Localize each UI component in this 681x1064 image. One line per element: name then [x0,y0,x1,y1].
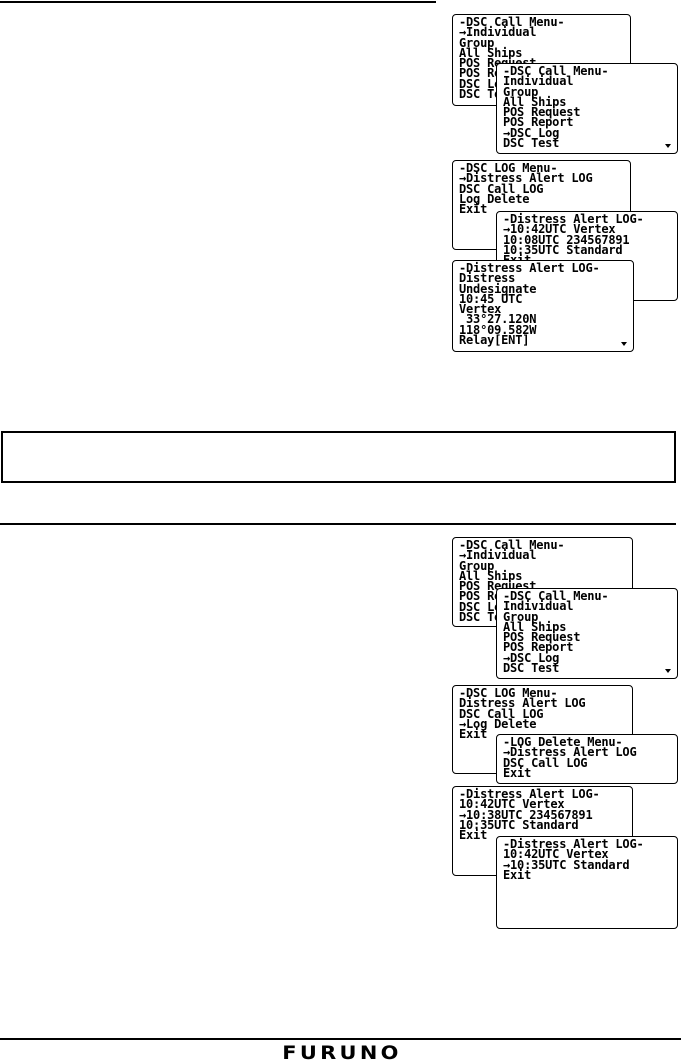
lcd-line: Group [459,35,495,50]
lcd-title: -LOG Delete Menu- [503,735,623,749]
lcd-line: Group [459,558,495,573]
lcd-line: 33°27.120N [459,312,537,327]
lcd-line: →Distress Alert LOG [459,171,593,186]
scroll-down-icon [665,669,671,673]
lcd-line: 10:42UTC Vertex [503,847,609,862]
lcd-line: Distress [459,271,516,286]
lcd-line: →Log Delete [459,716,537,731]
lcd-line: 10:35UTC Standard [459,817,579,832]
lcd-line: All Ships [459,568,523,583]
lcd-line: Exit [459,202,488,217]
lcd-line: 10:35UTC Standard [503,242,623,257]
lcd-line: Distress Alert LOG [459,696,586,711]
lcd-line: DSC Test [503,136,560,151]
lcd-line: Relay[ENT] [459,333,530,348]
lcd-line: POS Report [503,115,574,130]
lcd-title: -DSC LOG Menu- [459,161,558,175]
lcd-line: →DSC Log [503,650,560,665]
lcd-line: Exit [503,765,532,780]
lcd-title: -DSC Call Menu- [459,15,565,29]
lcd-line: Individual [503,599,574,614]
lcd-title: -DSC Call Menu- [503,64,609,78]
lcd-line: Vertex [459,302,502,317]
lcd-line: →Distress Alert LOG [503,745,637,760]
lcd-line: →Individual [459,25,537,40]
lcd-line: All Ships [503,94,567,109]
lcd-line: →10:35UTC Standard [503,857,630,872]
lcd-line: →DSC Log [503,125,560,140]
lcd-line: All Ships [503,619,567,634]
lcd-line: POS Request [503,630,581,645]
footer-rule [0,1038,681,1040]
lcd-title: -Distress Alert LOG- [503,837,644,851]
lcd-line: POS Request [503,105,581,120]
lcd-line: All Ships [459,45,523,60]
lcd-title: -DSC Call Menu- [503,589,609,603]
top-rule [0,1,436,3]
lcd-line: Log Delete [459,191,530,206]
lcd-line: 10:42UTC Vertex [459,797,565,812]
lcd-title: -DSC Call Menu- [459,538,565,552]
lcd-title: -Distress Alert LOG- [459,261,600,275]
lcd-line: →10:38UTC 234567891 [459,807,593,822]
furuno-logo: FURUNO [282,1042,402,1064]
lcd-line: Undesignate [459,281,537,296]
scroll-down-icon [665,144,671,148]
lcd-line: DSC Call LOG [459,181,544,196]
section-rule [0,523,676,525]
lcd-line: Exit [503,867,532,882]
lcd-distress-alert-log-after-delete: -Distress Alert LOG-10:42UTC Vertex→10:3… [496,836,678,929]
lcd-line: 10:08UTC 234567891 [503,232,630,247]
lcd-line: 10:45 UTC [459,291,523,306]
lcd-line: Exit [459,828,488,843]
lcd-line: Individual [503,74,574,89]
lcd-line: DSC Call LOG [459,706,544,721]
lcd-line: DSC Call LOG [503,755,588,770]
lcd-line: Group [503,84,539,99]
lcd-title: -Distress Alert LOG- [459,787,600,801]
lcd-line: 118°09.582W [459,322,537,337]
lcd-line: DSC Test [503,661,560,676]
lcd-line: →10:42UTC Vertex [503,222,616,237]
lcd-line: →Individual [459,548,537,563]
lcd-line: POS Report [503,640,574,655]
scroll-down-icon [621,342,627,346]
lcd-title: -Distress Alert LOG- [503,212,644,226]
lcd-line: Group [503,609,539,624]
lcd-line: Exit [459,727,488,742]
note-box [1,431,676,483]
lcd-title: -DSC LOG Menu- [459,686,558,700]
